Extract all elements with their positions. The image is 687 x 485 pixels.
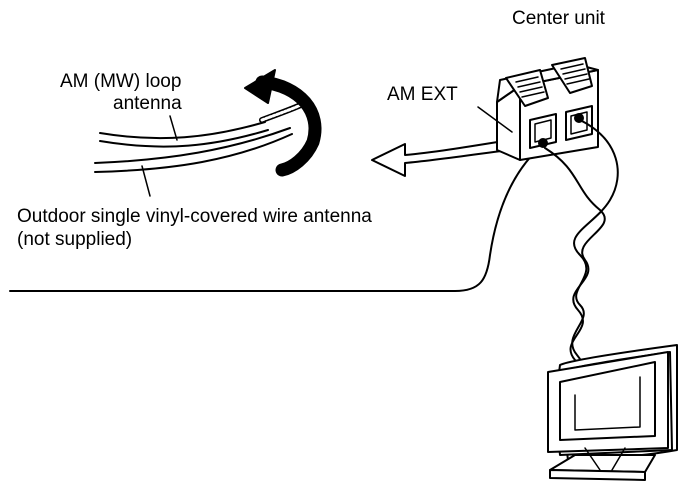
terminal-tab-left xyxy=(505,69,549,107)
twist-arrow-icon xyxy=(244,69,322,177)
stripped-wire-tip xyxy=(259,101,306,123)
terminal-socket-right xyxy=(565,105,593,141)
center-unit-label: Center unit xyxy=(512,8,605,29)
outdoor-antenna-label-line2: (not supplied) xyxy=(17,229,133,250)
loop-antenna-label-line1: AM (MW) loop xyxy=(60,71,182,92)
outdoor-wire-run xyxy=(9,146,541,292)
terminal-socket-left xyxy=(529,113,557,149)
terminal-tab-right xyxy=(551,57,593,94)
am-ext-terminal-block xyxy=(477,57,599,161)
outdoor-wire-antenna xyxy=(94,127,293,197)
loop-antenna-label-line2: antenna xyxy=(113,93,182,114)
outdoor-antenna-label-line1: Outdoor single vinyl-covered wire antenn… xyxy=(17,206,372,227)
am-loop-antenna xyxy=(547,344,678,481)
loop-antenna-stand xyxy=(549,447,656,481)
am-ext-label: AM EXT xyxy=(387,84,458,105)
